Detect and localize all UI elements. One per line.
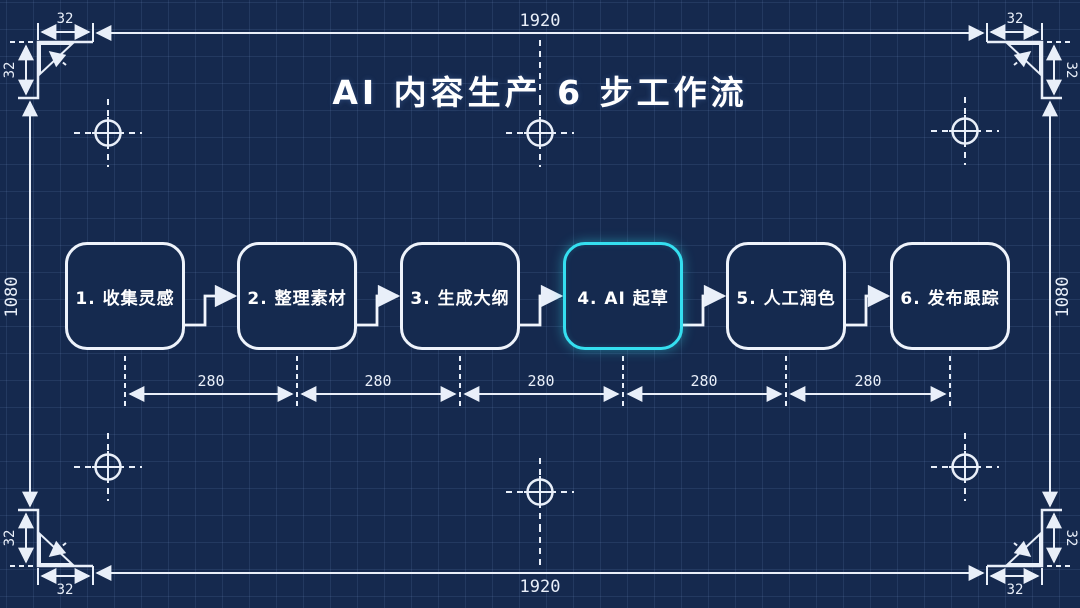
diagram-title: AI 内容生产 6 步工作流 [332, 73, 748, 112]
connector-arrow-3-4 [520, 284, 564, 327]
step-label-5: 5. 人工润色 [736, 288, 836, 309]
step-box-2: 2. 整理素材 [237, 242, 357, 350]
step-label-1: 1. 收集灵感 [75, 288, 175, 309]
crosshair-bottom-right [929, 431, 1001, 503]
corner-margin-label: 32 [2, 530, 18, 547]
step-box-5: 5. 人工润色 [726, 242, 846, 350]
gap-dimension-label: 280 [527, 372, 554, 390]
step-box-1: 1. 收集灵感 [65, 242, 185, 350]
step-label-4: 4. AI 起草 [577, 288, 669, 309]
step-label-2: 2. 整理素材 [247, 288, 347, 309]
connector-arrow-5-6 [846, 284, 891, 327]
corner-margin-label: 32 [2, 62, 18, 79]
gap-dimension-label: 280 [854, 372, 881, 390]
width-dimension-label-top: 1920 [520, 11, 561, 31]
corner-margin-label: 32 [57, 11, 74, 27]
connector-arrow-1-2 [185, 284, 238, 327]
step-label-3: 3. 生成大纲 [410, 288, 510, 309]
corner-margin-label: 32 [1007, 582, 1024, 598]
crosshair-bottom-left [72, 431, 144, 503]
step-box-3: 3. 生成大纲 [400, 242, 520, 350]
corner-bracket-bottom-left [10, 510, 93, 585]
crosshair-bottom-center [504, 456, 576, 528]
corner-margin-label: 32 [1063, 530, 1079, 547]
step-connectors [185, 284, 891, 327]
connector-arrow-2-3 [357, 284, 401, 327]
step-box-4-highlighted: 4. AI 起草 [563, 242, 683, 350]
corner-margin-label: 32 [1063, 62, 1079, 79]
corner-margin-label: 32 [57, 582, 74, 598]
connector-arrow-4-5 [683, 284, 727, 327]
gap-dimension-label: 280 [364, 372, 391, 390]
width-dimension-label-bottom: 1920 [520, 577, 561, 597]
corner-margin-label: 32 [1007, 11, 1024, 27]
gap-dimension-label: 280 [197, 372, 224, 390]
height-dimension-label-left: 1080 [2, 277, 22, 318]
corner-bracket-bottom-right [987, 510, 1070, 585]
gap-dimension-label: 280 [690, 372, 717, 390]
height-dimension-label-right: 1080 [1053, 277, 1073, 318]
step-box-6: 6. 发布跟踪 [890, 242, 1010, 350]
step-label-6: 6. 发布跟踪 [900, 288, 1000, 309]
